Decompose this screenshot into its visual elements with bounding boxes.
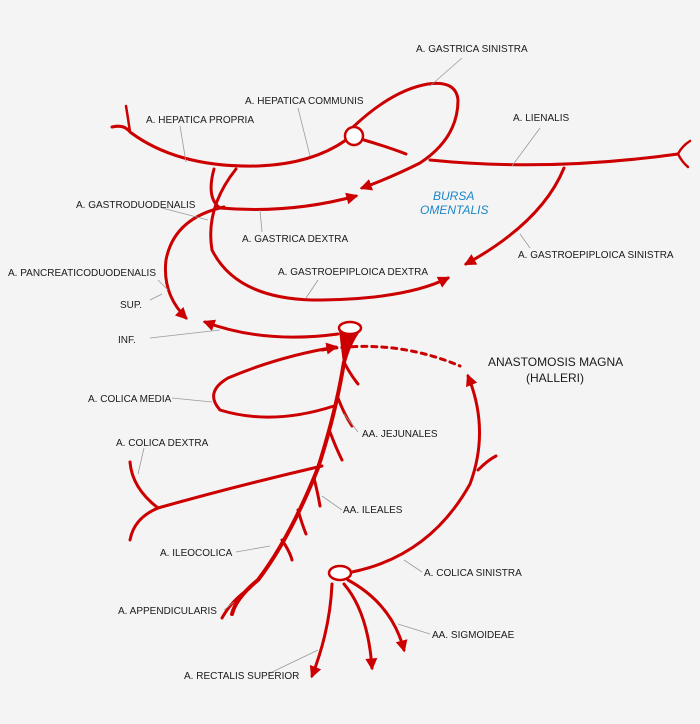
label-colica-dextra: A. COLICA DEXTRA [116, 438, 209, 449]
pancreaticoduodenalis-inferior-vessel [202, 319, 340, 339]
label-ileales: AA. ILEALES [343, 505, 403, 516]
gastrica-dextra-vessel [209, 167, 359, 211]
label-inf: INF. [118, 335, 136, 346]
label-gastrica-sinistra: A. GASTRICA SINISTRA [416, 44, 528, 55]
jejunalis-branch-1 [342, 360, 360, 386]
label-gastroepiploica-dextra: A. GASTROEPIPLOICA DEXTRA [278, 267, 428, 278]
label-colica-media: A. COLICA MEDIA [88, 394, 172, 405]
appendicularis-vessel [220, 586, 252, 620]
label-colica-sinistra: A. COLICA SINISTRA [424, 568, 522, 579]
celiac-gastric-stub [362, 138, 408, 156]
ilealis-branch-3 [280, 538, 294, 562]
label-gastrica-dextra: A. GASTRICA DEXTRA [242, 234, 348, 245]
label-appendicularis: A. APPENDICULARIS [118, 606, 217, 617]
rectalis-superior-vessel [309, 582, 334, 679]
labels: A. GASTRICA SINISTRA A. HEPATICA COMMUNI… [8, 44, 674, 682]
sigmoidea-vessel-2 [346, 578, 408, 653]
colica-dextra-upper-branch [128, 460, 160, 510]
mesenterica-superior-origin [337, 320, 363, 336]
mesenterica-superior-vessels [128, 320, 462, 620]
jejunalis-branch-3 [328, 430, 344, 462]
label-pancreaticoduodenalis: A. PANCREATICODUODENALIS [8, 268, 156, 279]
label-halleri: (HALLERI) [526, 371, 584, 385]
label-anastomosis: ANASTOMOSIS MAGNA [488, 355, 623, 369]
label-gastroepiploica-sinistra: A. GASTROEPIPLOICA SINISTRA [518, 250, 674, 261]
ilealis-branch-2 [296, 508, 308, 536]
label-ileocolica: A. ILEOCOLICA [160, 548, 233, 559]
colica-media-vessel [212, 342, 339, 419]
anastomosis-dashed [320, 344, 462, 368]
truncus-coeliacus [343, 125, 365, 147]
label-hepatica-propria: A. HEPATICA PROPRIA [146, 115, 254, 126]
label-sup: SUP. [120, 300, 142, 311]
colica-dextra-vessel [128, 464, 324, 542]
pancreaticoduodenalis-vessel [163, 205, 226, 320]
label-sigmoideae: AA. SIGMOIDEAE [432, 630, 515, 641]
label-omentalis: OMENTALIS [420, 203, 488, 217]
hepatica-propria-branch [124, 104, 132, 134]
gastrica-sinistra-vessel [350, 81, 460, 191]
hepatica-propria-vessel [110, 124, 348, 168]
label-bursa: BURSA [433, 189, 474, 203]
lienalis-vessel [428, 152, 680, 167]
mesenterica-inferior-vessels [309, 373, 498, 679]
gastroepiploica-dextra-vessel [209, 167, 451, 302]
jejunalis-branch-2 [336, 396, 354, 428]
colica-sinistra-branch [476, 454, 498, 472]
label-hepatica-communis: A. HEPATICA COMMUNIS [245, 96, 364, 107]
sigmoidea-vessel-1 [342, 582, 378, 671]
lienalis-fork-top [676, 139, 692, 156]
label-gastroduodenalis: A. GASTRODUODENALIS [76, 200, 196, 211]
colica-sinistra-vessel [350, 373, 482, 574]
celiac-vessels [110, 81, 692, 339]
ilealis-branch-1 [312, 476, 322, 508]
label-jejunales: AA. JEJUNALES [362, 429, 438, 440]
label-lienalis: A. LIENALIS [513, 113, 569, 124]
lienalis-fork-bottom [676, 152, 690, 169]
mesenterica-superior-vessel [230, 360, 346, 616]
gastroepiploica-sinistra-vessel [463, 166, 566, 266]
mesenterica-inferior-origin [327, 564, 353, 582]
label-rectalis-superior: A. RECTALIS SUPERIOR [184, 671, 299, 682]
leader-lines [137, 57, 541, 675]
